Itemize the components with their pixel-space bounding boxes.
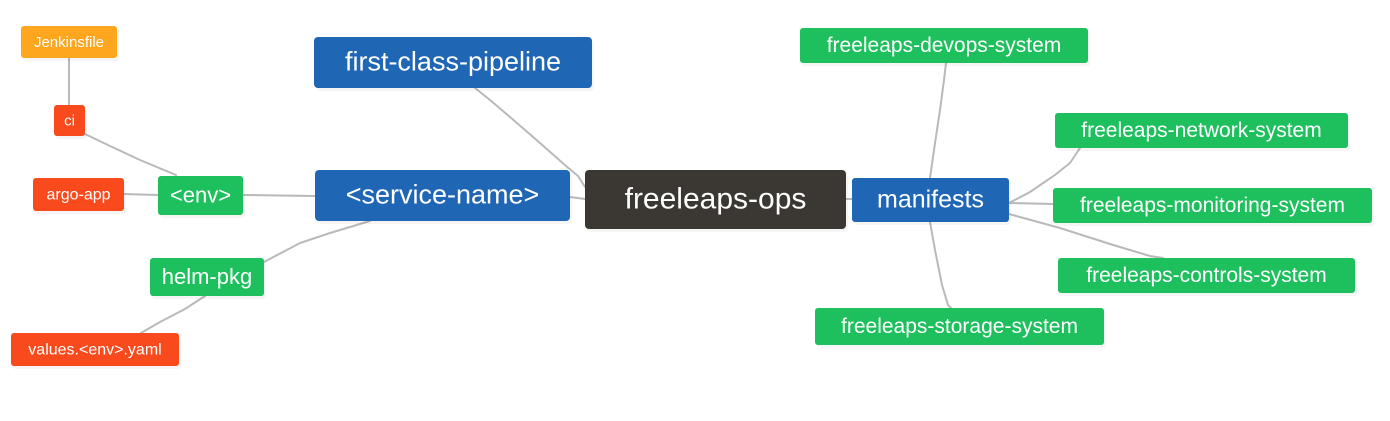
node-box[interactable] (800, 28, 1088, 63)
node-helm-pkg[interactable]: helm-pkg (150, 258, 266, 299)
node-argo-app[interactable]: argo-app (33, 178, 126, 214)
edge-manifests-to-freeleaps-network-system (1008, 147, 1081, 204)
node-label: freeleaps-controls-system (1086, 264, 1326, 287)
node-box[interactable] (852, 178, 1009, 222)
node-label: argo-app (46, 187, 110, 204)
node-service-name[interactable]: <service-name> (315, 170, 572, 224)
node-box[interactable] (1053, 188, 1372, 223)
node-freeleaps-network-system[interactable]: freeleaps-network-system (1055, 113, 1350, 151)
edge-freeleaps-ops-to-service-name (569, 196, 586, 200)
node-label: freeleaps-monitoring-system (1080, 194, 1345, 217)
edge-service-name-to-helm-pkg (263, 220, 371, 263)
edge-helm-pkg-to-values-env-yaml (140, 295, 206, 334)
node-box[interactable] (158, 176, 243, 215)
edge-manifests-to-freeleaps-storage-system (929, 221, 952, 309)
node-label: freeleaps-storage-system (841, 315, 1078, 338)
node-label: <service-name> (346, 180, 540, 210)
node-env[interactable]: <env> (158, 176, 245, 218)
node-box[interactable] (21, 26, 117, 58)
node-box[interactable] (1058, 258, 1355, 293)
node-box[interactable] (11, 333, 179, 366)
node-manifests[interactable]: manifests (852, 178, 1011, 225)
edge-env-to-ci (84, 133, 177, 176)
node-label: freeleaps-network-system (1081, 119, 1321, 142)
node-label: ci (64, 112, 75, 129)
node-box[interactable] (54, 105, 85, 136)
edge-freeleaps-ops-to-first-class-pipeline (474, 87, 586, 188)
node-freeleaps-controls-system[interactable]: freeleaps-controls-system (1058, 258, 1357, 296)
edge-manifests-to-freeleaps-controls-system (1008, 213, 1164, 259)
node-box[interactable] (33, 178, 124, 211)
node-label: <env> (170, 182, 231, 207)
node-freeleaps-monitoring-system[interactable]: freeleaps-monitoring-system (1053, 188, 1374, 226)
node-box[interactable] (1055, 113, 1348, 148)
node-box[interactable] (585, 170, 846, 229)
node-first-class-pipeline[interactable]: first-class-pipeline (314, 37, 594, 91)
node-values-env-yaml[interactable]: values.<env>.yaml (11, 333, 181, 369)
node-freeleaps-devops-system[interactable]: freeleaps-devops-system (800, 28, 1090, 66)
edge-service-name-to-env (242, 194, 316, 197)
node-box[interactable] (314, 37, 592, 88)
node-freeleaps-storage-system[interactable]: freeleaps-storage-system (815, 308, 1106, 348)
node-label: manifests (877, 186, 984, 214)
node-freeleaps-ops[interactable]: freeleaps-ops (585, 170, 848, 232)
node-jenkinsfile[interactable]: Jenkinsfile (21, 26, 119, 61)
node-box[interactable] (150, 258, 264, 296)
node-box[interactable] (815, 308, 1104, 345)
node-label: helm-pkg (162, 264, 252, 289)
edge-manifests-to-freeleaps-devops-system (929, 62, 947, 179)
edge-env-to-argo-app (123, 193, 159, 196)
node-label: Jenkinsfile (34, 34, 104, 51)
edge-layer (68, 57, 1164, 334)
node-label: freeleaps-ops (625, 182, 807, 215)
node-label: first-class-pipeline (345, 47, 561, 77)
node-layer: freeleaps-ops first-class-pipeline <servic… (11, 26, 1374, 369)
edge-manifests-to-freeleaps-monitoring-system (1008, 202, 1054, 205)
node-ci[interactable]: ci (54, 105, 87, 139)
node-label: freeleaps-devops-system (827, 34, 1062, 57)
node-box[interactable] (315, 170, 570, 221)
node-label: values.<env>.yaml (28, 342, 161, 359)
